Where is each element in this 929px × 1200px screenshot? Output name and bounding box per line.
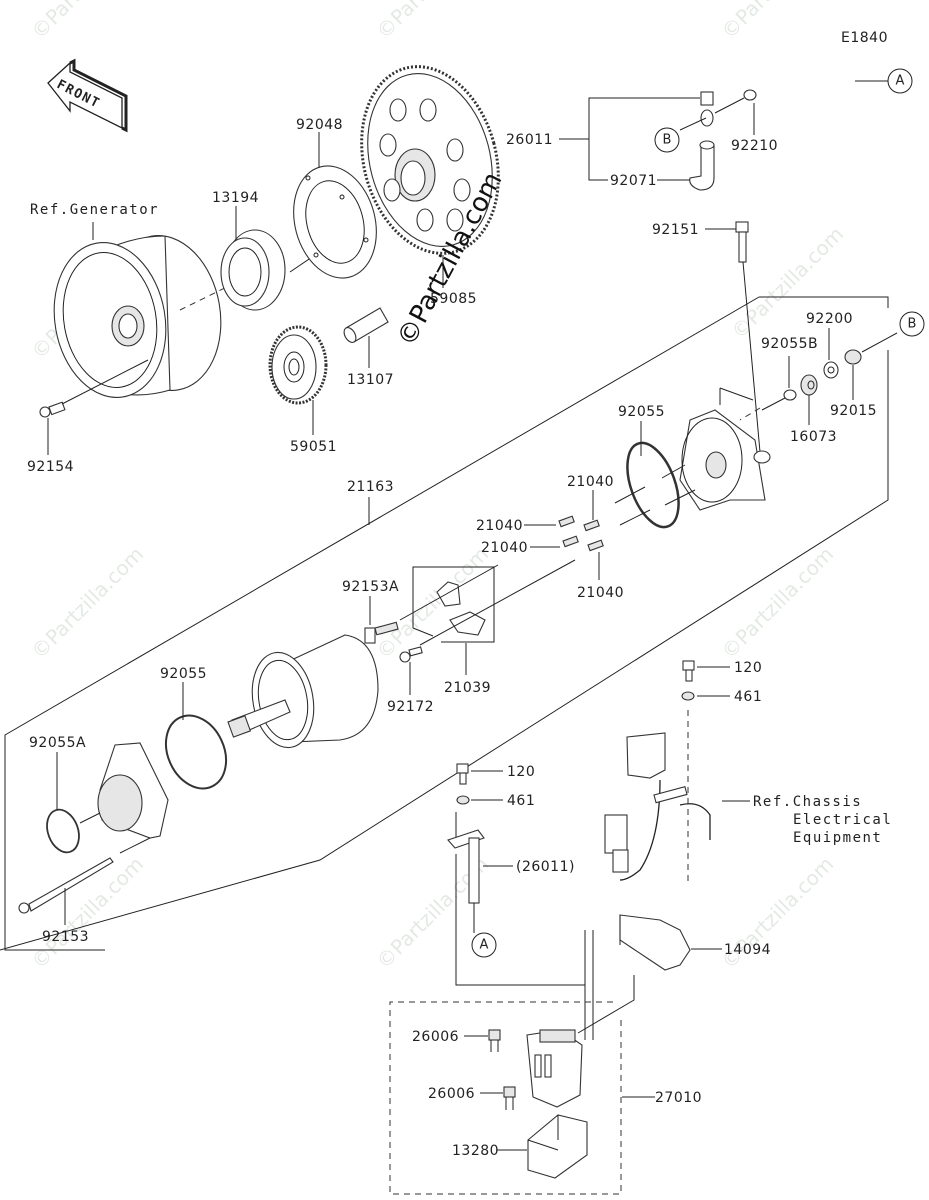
part-label-26011: 26011 bbox=[506, 132, 553, 148]
connector-a-marker: A bbox=[896, 74, 905, 89]
watermark: ©Partzilla.com bbox=[372, 542, 494, 664]
ref-chassis-label-line3: Equipment bbox=[793, 830, 882, 846]
part-label-92153A: 92153A bbox=[342, 579, 399, 595]
part-label-26011-paren: (26011) bbox=[516, 859, 575, 875]
fuse-26006-a bbox=[488, 1029, 501, 1052]
part-label-21039: 21039 bbox=[444, 680, 491, 696]
part-label-13194: 13194 bbox=[212, 190, 259, 206]
part-label-120-a: 120 bbox=[734, 660, 762, 676]
watermark: ©Partzilla.com bbox=[372, 0, 494, 44]
rear-cover bbox=[679, 387, 771, 511]
part-label-26006-b: 26006 bbox=[428, 1086, 475, 1102]
front-arrow-icon: FRONT bbox=[47, 58, 128, 133]
chassis-harness bbox=[604, 732, 711, 881]
part-label-92071: 92071 bbox=[610, 173, 657, 189]
screw-92172 bbox=[399, 646, 423, 663]
front-cover bbox=[79, 742, 169, 839]
through-bolt-92153 bbox=[18, 837, 151, 914]
assembly-bracket bbox=[0, 350, 889, 951]
starter-yoke-armature bbox=[227, 634, 379, 749]
part-label-16073: 16073 bbox=[790, 429, 837, 445]
starter-gear-59085 bbox=[360, 65, 500, 255]
generator-rotor bbox=[53, 235, 222, 398]
shaft-13107 bbox=[343, 307, 389, 343]
brush-springs-21040 bbox=[558, 515, 604, 552]
connector-a-marker: A bbox=[480, 938, 489, 953]
bolt-92153A bbox=[364, 621, 399, 644]
part-label-92154: 92154 bbox=[27, 459, 74, 475]
part-label-13280: 13280 bbox=[452, 1143, 499, 1159]
starter-relay bbox=[526, 1029, 583, 1108]
part-label-92055A: 92055A bbox=[29, 735, 86, 751]
one-way-clutch-13194 bbox=[220, 229, 286, 311]
part-label-92055-top: 92055 bbox=[618, 404, 665, 420]
relay-assembly-bracket bbox=[389, 1001, 622, 1195]
part-label-92048: 92048 bbox=[296, 117, 343, 133]
clutch-plate-92048 bbox=[293, 165, 377, 279]
watermark: ©Partzilla.com bbox=[27, 0, 149, 44]
ref-chassis-label-line1: Ref.Chassis bbox=[753, 794, 862, 810]
watermark: ©Partzilla.com bbox=[27, 852, 149, 974]
idle-gear-59051 bbox=[268, 325, 328, 405]
part-label-92015: 92015 bbox=[830, 403, 877, 419]
relay-case-13280 bbox=[527, 1114, 588, 1179]
part-label-92055-bottom: 92055 bbox=[160, 666, 207, 682]
part-label-21040-d: 21040 bbox=[577, 585, 624, 601]
ref-chassis-label-line2: Electrical bbox=[793, 812, 892, 828]
watermark: ©Partzilla.com bbox=[717, 542, 839, 664]
part-label-120-b: 120 bbox=[507, 764, 535, 780]
part-label-461-a: 461 bbox=[734, 689, 762, 705]
part-label-21163: 21163 bbox=[347, 479, 394, 495]
part-label-14094: 14094 bbox=[724, 942, 771, 958]
part-label-59051: 59051 bbox=[290, 439, 337, 455]
watermark: ©Partzilla.com bbox=[717, 0, 839, 44]
part-label-92172: 92172 bbox=[387, 699, 434, 715]
brush-holder-21039 bbox=[399, 559, 576, 646]
part-label-21040-b: 21040 bbox=[476, 518, 523, 534]
fuse-26006-b bbox=[503, 1086, 516, 1110]
part-label-92055B: 92055B bbox=[761, 336, 818, 352]
connector-b-marker: B bbox=[908, 317, 917, 332]
part-label-26006-a: 26006 bbox=[412, 1029, 459, 1045]
part-label-92200: 92200 bbox=[806, 311, 853, 327]
diagram-code: E1840 bbox=[841, 30, 888, 46]
part-label-21040-a: 21040 bbox=[567, 474, 614, 490]
connector-b-marker: B bbox=[663, 133, 672, 148]
ref-generator-label: Ref.Generator bbox=[30, 202, 159, 218]
o-ring-92055A bbox=[46, 808, 80, 854]
assembly-bracket bbox=[4, 296, 760, 951]
part-label-92151: 92151 bbox=[652, 222, 699, 238]
rear-hardware bbox=[761, 332, 898, 411]
part-label-21040-c: 21040 bbox=[481, 540, 528, 556]
o-ring-92055 bbox=[614, 441, 696, 529]
watermark: ©Partzilla.com bbox=[27, 542, 149, 664]
assembly-bracket bbox=[759, 296, 889, 308]
o-ring-92055-bottom bbox=[164, 714, 228, 790]
part-label-92210: 92210 bbox=[731, 138, 778, 154]
part-label-27010: 27010 bbox=[655, 1090, 702, 1106]
screw-92154 bbox=[39, 359, 149, 455]
part-label-13107: 13107 bbox=[347, 372, 394, 388]
starter-cable-26011 bbox=[689, 52, 849, 191]
part-label-461-b: 461 bbox=[507, 793, 535, 809]
bolt-92151 bbox=[735, 221, 761, 453]
bolt-washer-right bbox=[681, 660, 695, 885]
relay-cover-14094 bbox=[619, 914, 691, 971]
part-label-92153: 92153 bbox=[42, 929, 89, 945]
part-label-59085: 59085 bbox=[430, 291, 477, 307]
